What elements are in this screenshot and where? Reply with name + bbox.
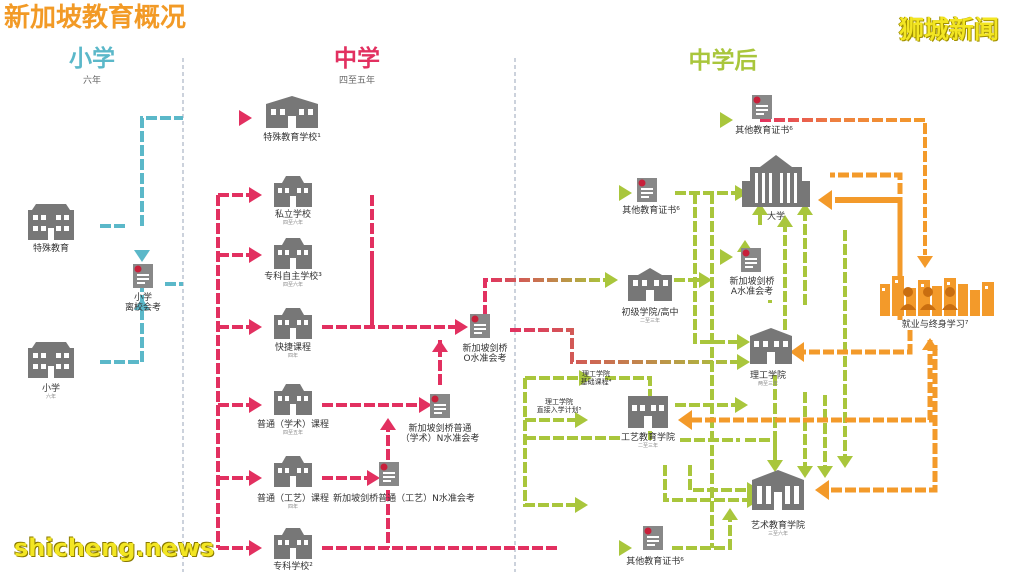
node-other-cert-mid: 其他教育证书⁶ — [622, 206, 680, 216]
school-building-icon — [628, 396, 668, 428]
certificate-icon — [752, 95, 772, 119]
node-o-level: 新加坡剑桥 O水准会考 — [462, 344, 508, 365]
watermark-bottom: shicheng.news — [14, 534, 215, 562]
node-express: 快捷课程 — [274, 343, 312, 353]
node-arts-sub: 三至六年 — [767, 531, 789, 537]
node-nt-level: 新加坡剑桥普通（工艺）N水准会考 — [333, 494, 475, 504]
stage-sub-primary: 六年 — [82, 76, 102, 86]
watermark-top: 狮城新闻 — [898, 15, 999, 44]
node-polytechnic: 理工学院 — [749, 371, 787, 381]
post-arrowheads-a — [605, 112, 750, 556]
secondary-flows — [216, 193, 560, 550]
page-title: 新加坡教育概况 — [4, 3, 187, 33]
node-arts: 艺术教育学院 — [750, 521, 806, 531]
school-building-icon — [628, 268, 672, 301]
node-polytechnic-sub: 两至三年 — [757, 381, 779, 387]
school-building-icon — [28, 342, 74, 378]
school-building-icon — [752, 470, 804, 510]
node-poly-foundation: 理工学院 基础课程⁴ — [580, 370, 612, 387]
university-icon — [742, 155, 810, 207]
school-building-icon — [28, 204, 74, 240]
node-express-sub: 四年 — [287, 353, 299, 359]
node-ite-sub: 二至三年 — [637, 443, 659, 449]
school-building-icon — [274, 384, 312, 415]
node-private-school-sub: 四至六年 — [282, 220, 304, 226]
stage-heading-secondary: 中学 — [334, 46, 380, 72]
primary-arrowheads — [134, 250, 150, 310]
node-a-level: 新加坡剑桥 A水准会考 — [729, 277, 775, 298]
node-career: 就业与终身学习⁷ — [901, 320, 969, 330]
school-building-icon — [274, 456, 312, 487]
school-building-icon — [274, 176, 312, 207]
node-normal-technical-sub: 四年 — [287, 504, 299, 510]
node-independent-sub: 四至六年 — [282, 282, 304, 288]
certificate-icon — [643, 526, 663, 550]
node-na-level: 新加坡剑桥普通 （学术）N水准会考 — [400, 424, 480, 445]
node-university: 大学 — [766, 212, 786, 222]
node-special-education: 特殊教育 — [32, 244, 70, 254]
primary-flows — [100, 116, 183, 364]
node-junior-college-sub: 二至三年 — [639, 318, 661, 324]
stage-sub-secondary: 四至五年 — [338, 76, 376, 86]
school-building-icon — [274, 238, 312, 269]
school-building-icon — [274, 528, 312, 559]
stage-heading-primary: 小学 — [69, 46, 115, 72]
node-independent: 专科自主学校³ — [264, 272, 322, 282]
school-building-icon — [274, 308, 312, 339]
node-junior-college: 初级学院/高中 — [621, 308, 679, 318]
node-private-school: 私立学校 — [274, 210, 312, 220]
node-specialised: 专科学校² — [273, 562, 313, 572]
node-other-cert-top: 其他教育证书⁶ — [735, 126, 793, 136]
stage-heading-post: 中学后 — [688, 48, 758, 74]
certificate-icon — [430, 394, 450, 418]
node-primary-school: 小学 — [41, 384, 61, 394]
node-normal-academic-sub: 四至五年 — [282, 430, 304, 436]
node-other-cert-bot: 其他教育证书⁶ — [626, 557, 684, 567]
certificate-icon — [637, 178, 657, 202]
career-flows — [690, 172, 938, 493]
special-to-career — [760, 118, 927, 255]
node-special-school: 特殊教育学校¹ — [263, 133, 321, 143]
school-building-icon — [750, 328, 792, 364]
career-arrowheads — [678, 190, 938, 500]
certificate-icon — [741, 248, 761, 272]
node-poly-direct: 理工学院 直接入学计划⁵ — [536, 398, 582, 415]
node-normal-academic: 普通（学术）课程 — [256, 420, 330, 430]
certificate-icon — [379, 462, 399, 486]
secondary-to-post — [322, 118, 720, 259]
node-psle: 小学 离校会考 — [124, 293, 162, 314]
certificate-icon — [133, 264, 153, 288]
secondary-arrowheads — [239, 110, 468, 556]
node-primary-school-sub: 六年 — [45, 394, 57, 400]
school-building-icon — [266, 96, 318, 128]
node-normal-technical: 普通（工艺）课程 — [256, 494, 330, 504]
post-arrowheads-b — [575, 185, 853, 520]
node-ite: 工艺教育学院 — [620, 433, 676, 443]
primary-to-secondary — [183, 116, 240, 286]
career-city-icon — [880, 276, 994, 316]
certificate-icon — [470, 314, 490, 338]
